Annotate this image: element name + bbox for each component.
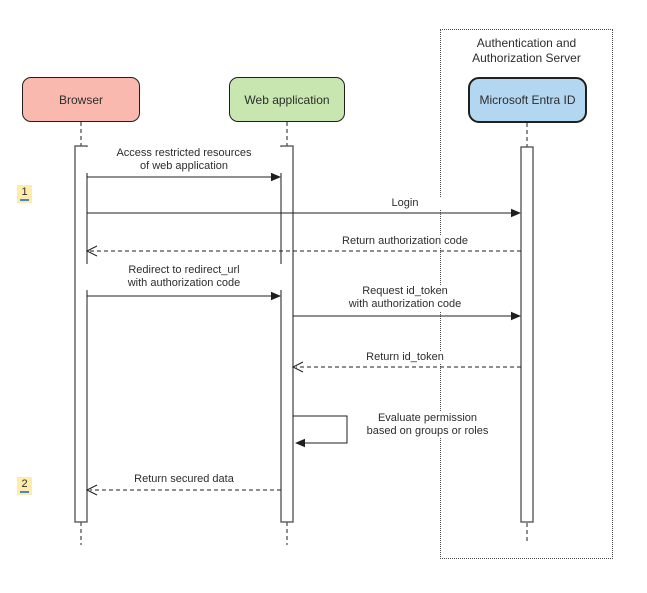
lifeline-entra-id: [520, 123, 534, 544]
message-return-authorization-code: Return authorization code: [320, 235, 490, 248]
actor-web-application: Web application: [229, 77, 345, 122]
message-return-id-token: Return id_token: [345, 351, 465, 364]
message-access-restricted-resources: Access restricted resources of web appli…: [84, 147, 284, 173]
boundary-title-line1: Authentication and: [476, 36, 577, 50]
message-request-id-token: Request id_token with authorization code: [315, 285, 495, 311]
message-return-secured-data: Return secured data: [122, 473, 246, 486]
auth-server-boundary-title: Authentication and Authorization Server: [441, 36, 612, 66]
step-badge-2: 2: [17, 477, 32, 495]
arrow-login: [87, 208, 521, 218]
arrow-redirect-to-redirect-url: [87, 291, 281, 301]
actor-microsoft-entra-id-label: Microsoft Entra ID: [479, 93, 576, 107]
lifeline-browser: [74, 122, 88, 545]
actor-browser-label: Browser: [58, 92, 103, 107]
arrow-access-restricted-resources: [87, 172, 281, 182]
actor-microsoft-entra-id: Microsoft Entra ID: [468, 77, 587, 123]
message-evaluate-permission: Evaluate permission based on groups or r…: [350, 412, 505, 438]
actor-web-application-label: Web application: [244, 92, 330, 107]
step-badge-1: 1: [17, 185, 32, 203]
arrow-self-evaluate-permission: [293, 415, 348, 448]
arrow-request-id-token: [293, 311, 521, 321]
boundary-title-line2: Authorization Server: [472, 51, 581, 65]
lifeline-web-application: [280, 122, 294, 545]
message-login: Login: [355, 197, 455, 210]
arrow-return-secured-data: [85, 484, 281, 496]
message-redirect-to-redirect-url: Redirect to redirect_url with authorizat…: [84, 264, 284, 290]
actor-browser: Browser: [22, 77, 140, 122]
arrow-return-authorization-code: [85, 245, 521, 257]
arrow-return-id-token: [291, 361, 521, 373]
